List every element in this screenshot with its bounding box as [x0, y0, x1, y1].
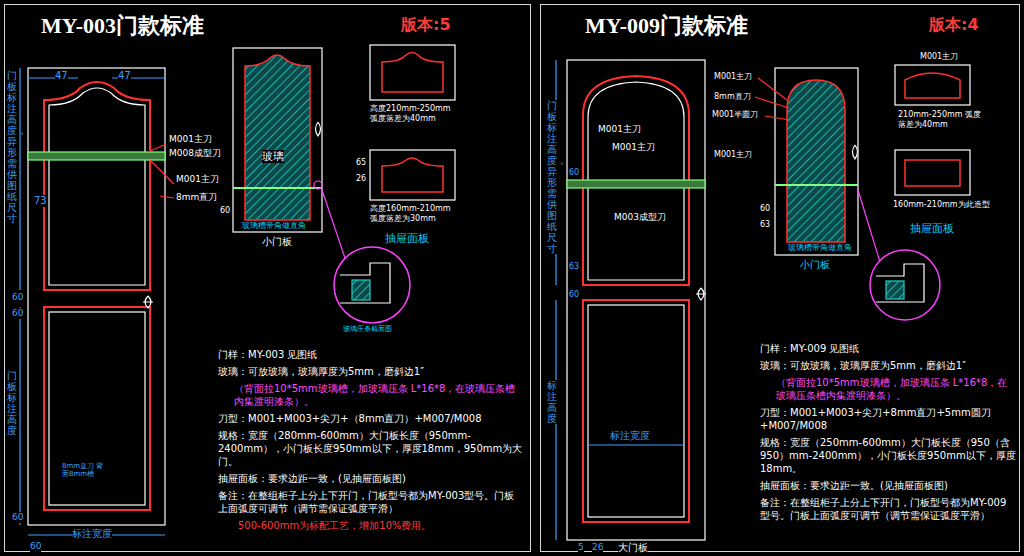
part-label: M001主刀	[176, 174, 219, 185]
part-label: M001主刀	[612, 142, 655, 153]
spec-note: 玻璃：可放玻璃，玻璃厚度为5mm，磨斜边1″	[760, 359, 1016, 372]
version-label: 版本:4	[929, 15, 979, 36]
part-label: M001主刀	[714, 72, 752, 82]
part-label: 160mm-210mm为此造型	[893, 200, 990, 210]
notes-column: 门样：MY-009 见图纸玻璃：可放玻璃，玻璃厚度为5mm，磨斜边1″ （背面拉1…	[760, 342, 1016, 522]
spec-note: 抽屉面板：要求边距一致，(见抽屉面板图)	[218, 472, 523, 485]
spec-note: 备注：在整组柜子上分上下开门，门板型号都为MY-009型号。门板上面弧度可调节（…	[760, 496, 1016, 522]
dimension-label: 60	[12, 308, 23, 319]
spec-note: 备注：在整组柜子上分上下开门，门板型号都为MY-003型号。门板上面弧度可调节（…	[218, 489, 523, 515]
dimension-label: 60	[30, 541, 41, 552]
part-label: 210mm-250mm 弧度落差为40mm	[898, 110, 988, 129]
part-label: 小门板	[262, 236, 292, 248]
dimension-label: 73	[34, 195, 47, 207]
dimension-label: 5	[578, 542, 584, 553]
dimension-label: 门板标注高度，异形需供图纸尺寸	[7, 70, 17, 224]
part-label: 大门板	[618, 542, 648, 554]
part-label: M001主刀	[714, 150, 752, 160]
panel-title: MY-003门款标准	[41, 11, 204, 41]
part-label: 60	[760, 204, 770, 214]
spec-note: （背面拉10*5mm玻璃槽，加玻璃压条 L*16*8，在玻璃压条槽内集渡明漆条）…	[234, 382, 523, 408]
part-label: 玻璃压条截面图	[343, 325, 392, 333]
dimension-label: 47	[118, 70, 131, 82]
dimension-label: 60	[12, 512, 23, 523]
spec-note: 规格：宽度（250mm-600mm）大门板长度（950（含950）mm-2400…	[760, 436, 1016, 475]
part-label: M001主刀	[920, 52, 958, 62]
panel-title: MY-009门款标准	[585, 11, 748, 41]
part-label: 抽屉面板	[385, 232, 429, 245]
dimension-label: 47	[55, 70, 68, 82]
dimension-label: 8mm直刀 背面8mm槽	[62, 462, 108, 479]
notes-column: 门样：MY-003 见图纸玻璃：可放玻璃，玻璃厚度为5mm，磨斜边1″ （背面拉1…	[218, 348, 523, 532]
part-label: 玻璃槽带角做直角	[788, 243, 852, 253]
part-label: 65	[356, 158, 366, 168]
spec-note: 刀型：M001+M003+尖刀+（8mm直刀）+M007/M008	[218, 412, 523, 425]
spec-note: 门样：MY-009 见图纸	[760, 342, 1016, 355]
version-label: 版本:5	[401, 15, 451, 36]
part-label: 玻璃槽带角做直角	[242, 221, 306, 231]
dimension-label: 标注宽度	[72, 528, 112, 540]
part-label: 高度160mm-210mm 弧度落差为30mm	[370, 204, 460, 223]
part-label: 玻璃	[262, 150, 284, 163]
part-label: M003成型刀	[614, 212, 666, 223]
dimension-label: 26	[592, 542, 603, 553]
part-label: 小门板	[800, 259, 830, 271]
dimension-label: 63	[569, 262, 579, 272]
part-label: 8mm直刀	[714, 92, 751, 102]
dimension-label: 标注高度	[547, 380, 557, 424]
part-label: 8mm直刀	[176, 192, 217, 203]
dimension-label: 60	[569, 168, 579, 178]
dimension-label: 门板标注高度，异形需供图纸尺寸	[547, 100, 557, 254]
part-label: M008成型刀	[169, 148, 221, 159]
spec-note: 规格：宽度（280mm-600mm）大门板长度（950mm-2400mm），小门…	[218, 429, 523, 468]
part-label: 26	[356, 174, 366, 184]
part-label: M001半圆刀	[712, 110, 758, 120]
spec-note: （背面拉10*5mm玻璃槽，加玻璃压条 L*16*8，在玻璃压条槽内集渡明漆条）…	[776, 376, 1016, 402]
dimension-label: 60	[12, 292, 23, 303]
dimension-label: 标注宽度	[610, 430, 650, 442]
dimension-label: 60	[569, 290, 579, 300]
spec-note: 门样：MY-003 见图纸	[218, 348, 523, 361]
part-label: 63	[760, 220, 770, 230]
spec-note: 玻璃：可放玻璃，玻璃厚度为5mm，磨斜边1″	[218, 365, 523, 378]
spec-note: 刀型：M001+M003+尖刀+8mm直刀+5mm圆刀+M007/M008	[760, 406, 1016, 432]
part-label: M001主刀	[598, 124, 641, 135]
part-label: 60	[220, 206, 230, 216]
part-label: M001主刀	[169, 134, 212, 145]
dimension-label: 门板标注高度	[7, 370, 17, 436]
spec-note: 500-600mm为标配工艺，增加10%费用。	[238, 519, 523, 532]
part-label: 高度210mm-250mm 弧度落差为40mm	[370, 104, 460, 123]
part-label: 抽屉面板	[910, 222, 954, 235]
spec-note: 抽屉面板：要求边距一致。(见抽屉面板图)	[760, 479, 1016, 492]
